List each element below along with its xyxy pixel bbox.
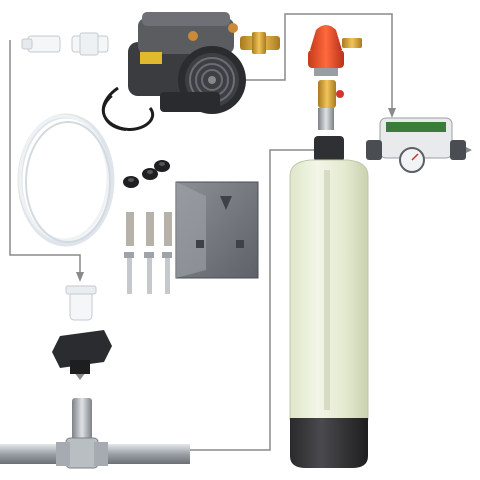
pressure-relief-valve [308,25,362,130]
mineral-tank [289,136,369,468]
mounting-bracket [175,181,259,279]
white-push-fittings [21,32,109,56]
tank-adapter [52,330,112,374]
white-adapter-fitting [65,285,97,321]
tubing-coil [17,113,115,247]
brass-valve-fitting [240,32,280,54]
threaded-studs [126,212,172,246]
connector-lines [9,13,393,451]
rubber-spacers [123,160,170,188]
tee-fitting [56,398,108,469]
controller-valve-with-gauge [366,117,466,173]
air-compressor [101,12,246,131]
bolts [124,252,172,294]
